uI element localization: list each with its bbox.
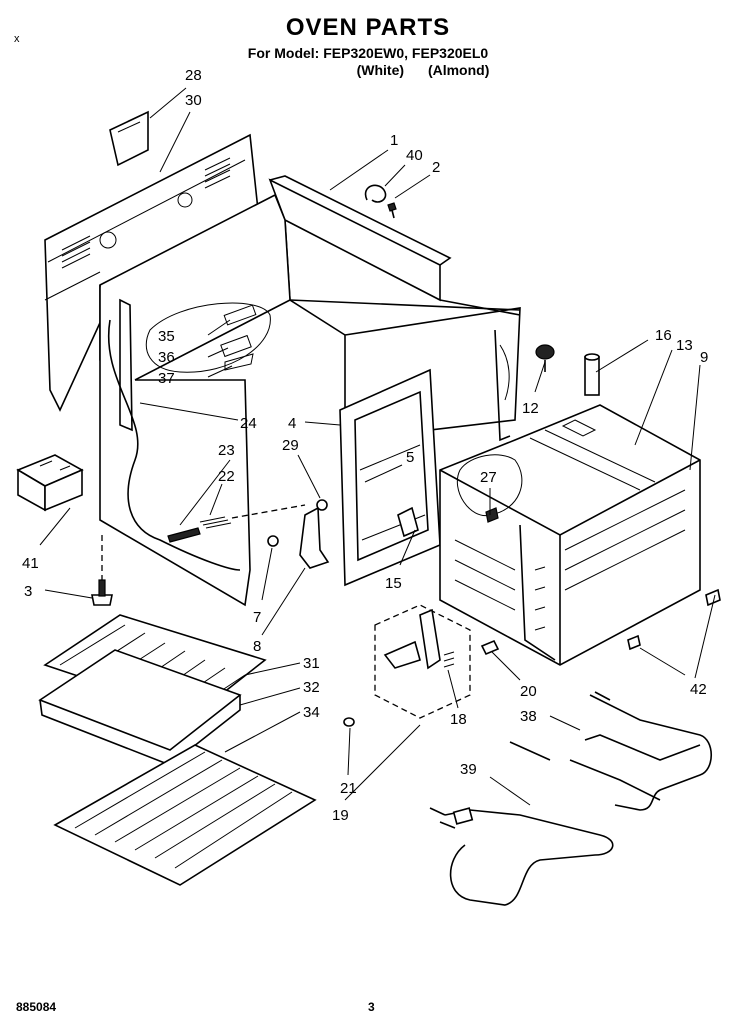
callout-27: 27 bbox=[480, 469, 497, 486]
callout-1: 1 bbox=[390, 132, 398, 149]
part-8-hinge bbox=[299, 499, 330, 569]
part-12-knob bbox=[535, 344, 555, 372]
callout-31: 31 bbox=[303, 655, 320, 672]
callout-19: 19 bbox=[332, 807, 349, 824]
callout-38: 38 bbox=[520, 708, 537, 725]
callout-21: 21 bbox=[340, 780, 357, 797]
page-title: OVEN PARTS bbox=[285, 14, 451, 41]
callout-labels: 28 30 1 40 2 35 36 37 24 4 23 29 5 22 12… bbox=[22, 67, 708, 824]
part-22-23-springs bbox=[167, 504, 306, 543]
callout-30: 30 bbox=[185, 92, 202, 109]
part-34-oven-rack bbox=[53, 744, 317, 886]
part-13-oven-liner bbox=[439, 404, 701, 666]
finish-labels: (White) (Almond) bbox=[0, 62, 736, 78]
callout-8: 8 bbox=[253, 638, 261, 655]
model-numbers: For Model: FEP320EW0, FEP320EL0 bbox=[247, 45, 489, 61]
part-3-leg bbox=[91, 535, 113, 606]
callout-35: 35 bbox=[158, 328, 175, 345]
callout-39: 39 bbox=[460, 761, 477, 778]
part-40-clip bbox=[364, 184, 387, 203]
callout-28: 28 bbox=[185, 67, 202, 84]
callout-22: 22 bbox=[218, 468, 235, 485]
leader-lines bbox=[39, 87, 716, 806]
callout-32: 32 bbox=[303, 679, 320, 696]
callout-7: 7 bbox=[253, 609, 261, 626]
part-39-bake-element bbox=[429, 807, 614, 906]
callout-16: 16 bbox=[655, 327, 672, 344]
callout-42: 42 bbox=[690, 681, 707, 698]
callout-41: 41 bbox=[22, 555, 39, 572]
callout-23: 23 bbox=[218, 442, 235, 459]
document-number: 885084 bbox=[16, 1000, 57, 1014]
part-16-cylinder bbox=[584, 353, 600, 396]
callout-5: 5 bbox=[406, 449, 414, 466]
callout-12: 12 bbox=[522, 400, 539, 417]
part-28-bracket bbox=[109, 110, 149, 167]
callout-13: 13 bbox=[676, 337, 693, 354]
callout-4: 4 bbox=[288, 415, 296, 432]
callout-18: 18 bbox=[450, 711, 467, 728]
finish-white: (White) bbox=[356, 62, 405, 78]
callout-37: 37 bbox=[158, 370, 175, 387]
callout-24: 24 bbox=[240, 415, 257, 432]
part-2-screw bbox=[387, 202, 397, 219]
part-7-washer bbox=[267, 535, 279, 547]
oven-body bbox=[99, 175, 521, 607]
callout-34: 34 bbox=[303, 704, 320, 721]
part-19-hinge-assembly bbox=[343, 604, 500, 727]
callout-40: 40 bbox=[406, 147, 423, 164]
finish-almond: (Almond) bbox=[427, 62, 490, 78]
callout-20: 20 bbox=[520, 683, 537, 700]
page-number: 3 bbox=[368, 1000, 375, 1014]
callout-15: 15 bbox=[385, 575, 402, 592]
corner-mark: x bbox=[14, 33, 20, 45]
callout-2: 2 bbox=[432, 159, 440, 176]
part-38-broil-element bbox=[509, 691, 713, 811]
callout-29: 29 bbox=[282, 437, 299, 454]
callout-36: 36 bbox=[158, 349, 175, 366]
callout-9: 9 bbox=[700, 349, 708, 366]
part-42-clips bbox=[627, 588, 721, 651]
callout-3: 3 bbox=[24, 583, 32, 600]
part-41-box bbox=[16, 454, 84, 512]
